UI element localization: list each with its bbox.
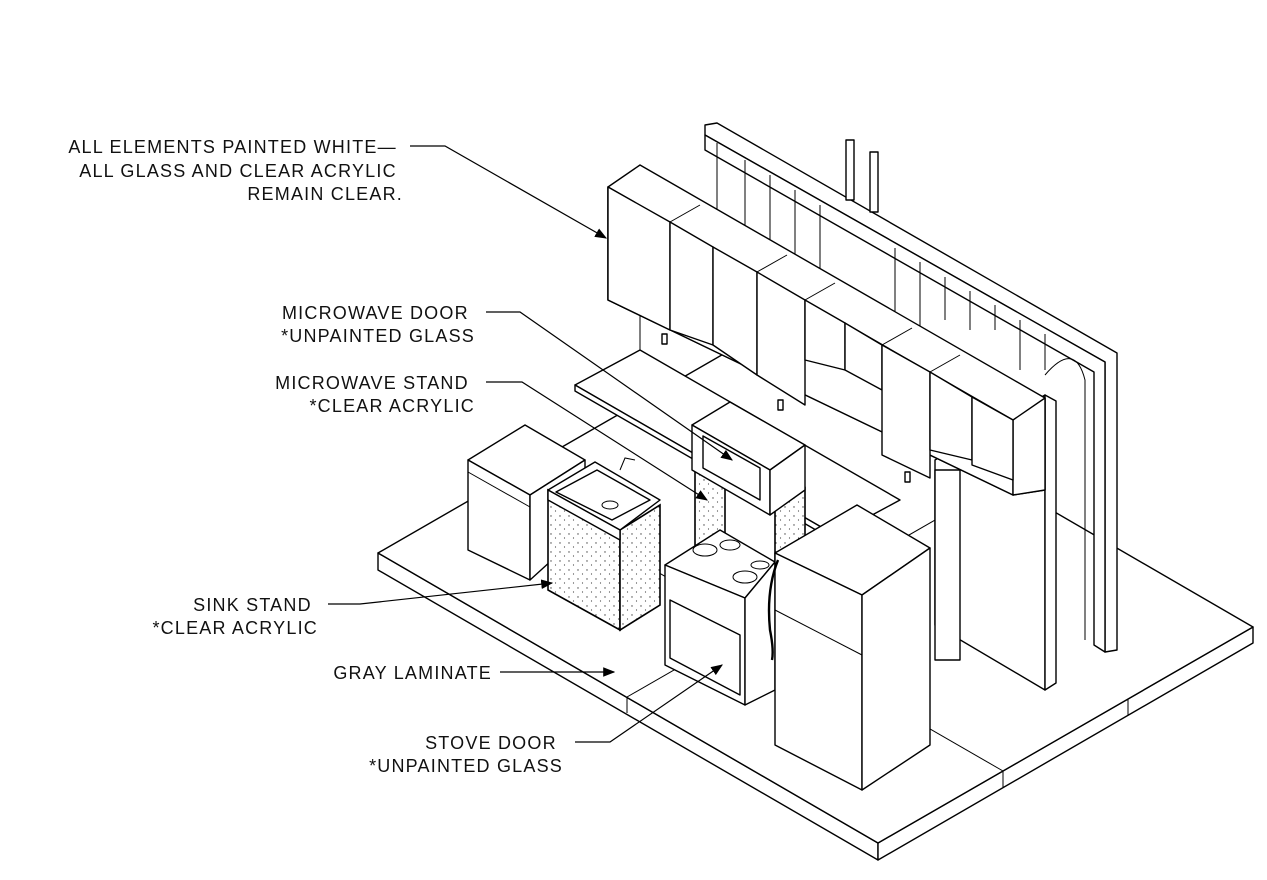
microwave-stand-label: MICROWAVE STAND *CLEAR ACRYLIC [275, 373, 475, 416]
outlet [777, 399, 784, 411]
leader-lines [328, 145, 733, 743]
outlet [904, 471, 911, 483]
pipe [845, 139, 855, 201]
stove-door-label: STOVE DOOR *UNPAINTED GLASS [369, 733, 563, 776]
gray-laminate-label: GRAY LAMINATE [333, 663, 492, 683]
fridge-handle [767, 559, 780, 661]
microwave-door-label: MICROWAVE DOOR *UNPAINTED GLASS [281, 303, 475, 346]
dishwasher [467, 424, 586, 581]
sink-stand [547, 457, 661, 632]
microwave-door-glass [702, 435, 761, 501]
sink-stand-label: SINK STAND *CLEAR ACRYLIC [152, 595, 318, 638]
faucet [619, 457, 636, 471]
outlet [661, 333, 668, 345]
microwave [691, 401, 806, 516]
pipe [869, 151, 879, 213]
upper-cabinets [607, 164, 1046, 496]
general-note-label: ALL ELEMENTS PAINTED WHITE— ALL GLASS AN… [68, 137, 403, 204]
refrigerator [767, 504, 931, 791]
